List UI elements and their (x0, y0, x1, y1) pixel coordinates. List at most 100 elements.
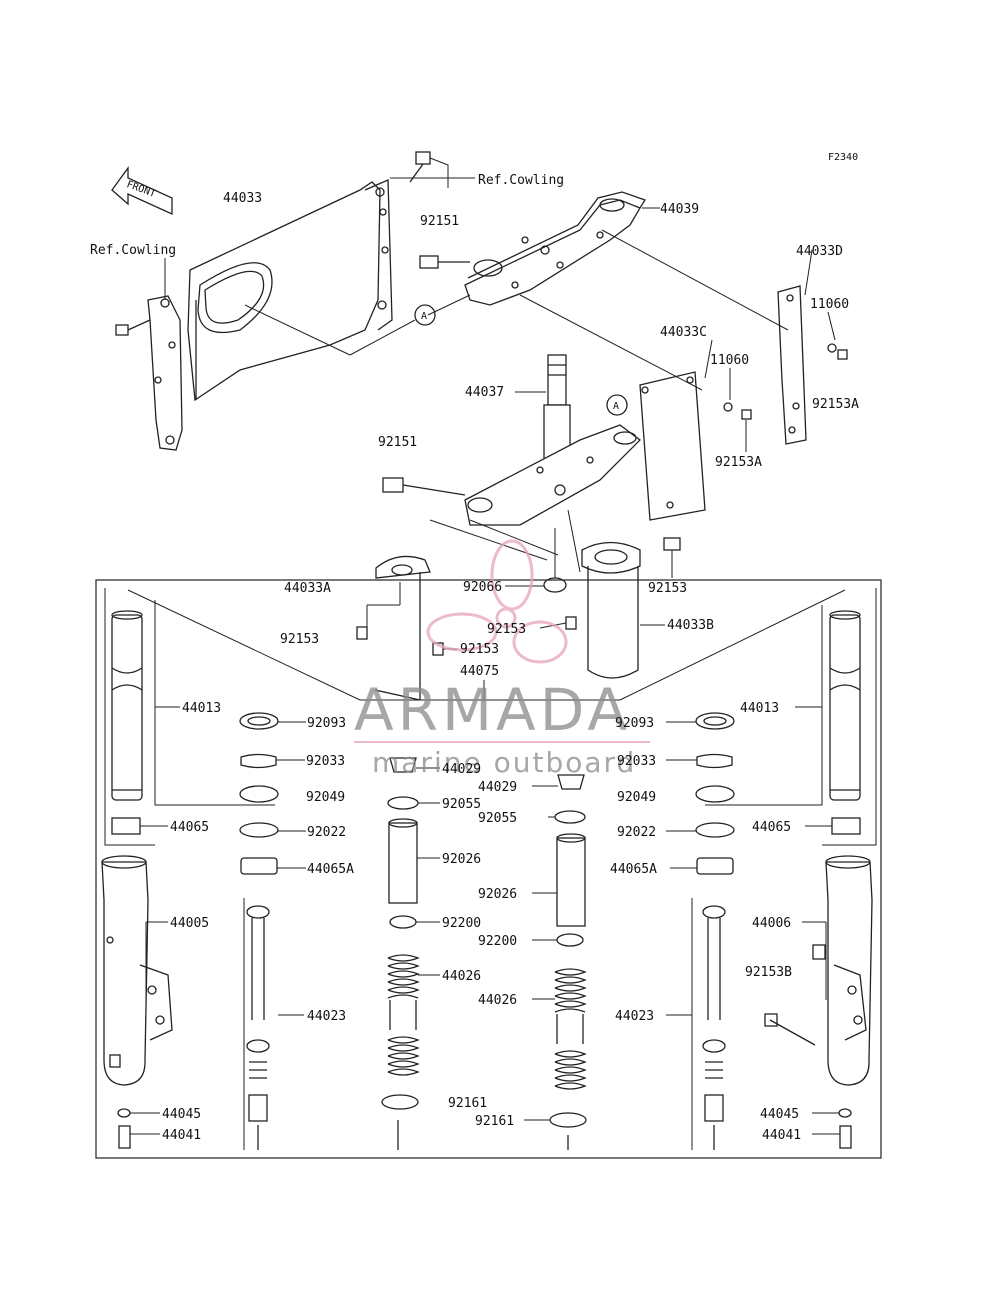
label-92093-right: 92093 (615, 716, 654, 731)
label-92153a-mid: 92153A (715, 455, 762, 470)
label-92161-right: 92161 (475, 1114, 514, 1129)
label-44033b: 44033B (667, 618, 714, 633)
fork-tube-left (111, 610, 143, 801)
label-92055-right: 92055 (478, 811, 517, 826)
label-44041-right: 44041 (762, 1128, 801, 1143)
label-44065a-right: 44065A (610, 862, 657, 877)
damper-rod-right (702, 905, 726, 1150)
watermark: ARMADA marine outboard (354, 539, 650, 779)
bolt-icon (663, 537, 681, 551)
fork-tube-right (829, 610, 861, 801)
label-44005: 44005 (170, 916, 209, 931)
front-arrow-icon: FRONT (111, 166, 173, 216)
damper-rod-left (246, 905, 270, 1150)
side-plate-44033d (777, 285, 807, 445)
label-92200-left: 92200 (442, 916, 481, 931)
label-92049-left: 92049 (306, 790, 345, 805)
label-44039: 44039 (660, 202, 699, 217)
washer-icon (838, 1108, 852, 1118)
propeller-logo-icon (426, 539, 568, 664)
label-11060-mid: 11060 (710, 353, 749, 368)
side-plate-left (147, 295, 183, 451)
fork-cover-44033b (581, 541, 641, 679)
label-11060-right: 11060 (810, 297, 849, 312)
bolt-icon (382, 477, 466, 496)
label-92153-center-b: 92153 (460, 642, 499, 657)
label-92153-right: 92153 (648, 581, 687, 596)
label-44026-left: 44026 (442, 969, 481, 984)
label-44045-right: 44045 (760, 1107, 799, 1122)
ref-marker-label: A (613, 401, 619, 412)
label-92022-right: 92022 (617, 825, 656, 840)
label-ref-cowling-left: Ref.Cowling (90, 243, 176, 258)
ref-marker-a: A (414, 304, 436, 326)
figure-code: F2340 (828, 152, 858, 163)
label-44033d: 44033D (796, 244, 843, 259)
watermark-tagline: marine outboard (372, 746, 636, 779)
fork-cap-44029-left (389, 757, 417, 773)
label-92066: 92066 (463, 580, 502, 595)
lower-bracket (464, 424, 641, 526)
spacer-92026-right (556, 833, 586, 927)
label-92153-left: 92153 (280, 632, 319, 647)
label-92153a-right: 92153A (812, 397, 859, 412)
collar-92161-left (381, 1094, 419, 1110)
label-92200-right: 92200 (478, 934, 517, 949)
o-ring-92055-left (387, 796, 419, 810)
plate-44033c (639, 371, 706, 521)
bolt-icon (419, 255, 470, 269)
label-92022-left: 92022 (307, 825, 346, 840)
bolt-icon (837, 349, 848, 360)
spacer-92026-left (388, 818, 418, 904)
fork-cap-44029-right (557, 774, 585, 790)
washer-icon (117, 1108, 131, 1118)
drain-bolt-left (118, 1125, 131, 1149)
washer-92200-right (556, 933, 584, 947)
label-44013-left: 44013 (182, 701, 221, 716)
spring-44026-left (387, 954, 420, 1076)
label-92153-center-a: 92153 (487, 622, 526, 637)
seal-stack-right (695, 712, 735, 875)
label-92026-left: 92026 (442, 852, 481, 867)
label-44013-right: 44013 (740, 701, 779, 716)
label-44065a-left: 44065A (307, 862, 354, 877)
bolt-icon (356, 626, 368, 640)
outer-tube-44006 (764, 855, 873, 1086)
label-92151-mid: 92151 (378, 435, 417, 450)
bolt-icon (115, 319, 151, 336)
label-44006: 44006 (752, 916, 791, 931)
ref-marker-label: A (421, 311, 427, 322)
label-44023-left: 44023 (307, 1009, 346, 1024)
label-44065-right: 44065 (752, 820, 791, 835)
outer-tube-44005 (101, 855, 173, 1086)
label-44037: 44037 (465, 385, 504, 400)
washer-icon (827, 343, 837, 353)
label-44045-left: 44045 (162, 1107, 201, 1122)
watermark-brand: ARMADA (354, 676, 631, 744)
bolt-icon (741, 409, 752, 420)
lower-assembly-frame (95, 579, 882, 1159)
upper-bracket-44033 (187, 179, 393, 402)
label-92026-right: 92026 (478, 887, 517, 902)
bushing-44065-right (831, 817, 861, 835)
label-44041-left: 44041 (162, 1128, 201, 1143)
label-92151-top: 92151 (420, 214, 459, 229)
label-92033-right: 92033 (617, 754, 656, 769)
label-44033a: 44033A (284, 581, 331, 596)
seal-stack-left (239, 712, 279, 875)
label-44033: 44033 (223, 191, 262, 206)
spring-44026-right (554, 968, 587, 1090)
washer-icon (723, 402, 733, 412)
label-92049-right: 92049 (617, 790, 656, 805)
label-44026-right: 44026 (478, 993, 517, 1008)
collar-92161-right (549, 1112, 587, 1128)
label-92055-left: 92055 (442, 797, 481, 812)
top-bracket-44039 (464, 191, 646, 306)
label-92153b: 92153B (745, 965, 792, 980)
label-92033-left: 92033 (306, 754, 345, 769)
label-44029-right: 44029 (478, 780, 517, 795)
label-44023-right: 44023 (615, 1009, 654, 1024)
o-ring-92055-right (554, 810, 586, 824)
bolt-icon (565, 616, 577, 630)
